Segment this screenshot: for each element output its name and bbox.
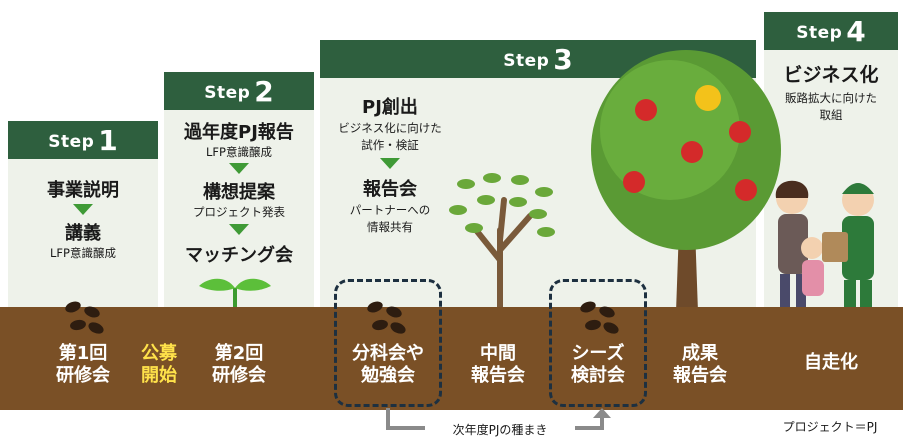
step4-sub-a: 販路拡大に向けた: [785, 91, 877, 105]
step2-title1: 過年度PJ報告: [184, 122, 294, 143]
dashed-box-seeds: [549, 279, 647, 407]
seeds-icon-1: [65, 301, 104, 334]
ground-label-seeds: シーズ検討会: [571, 343, 625, 386]
young-tree-icon: [449, 173, 555, 313]
step1-word: Step: [48, 132, 95, 152]
step2-number: 2: [254, 74, 274, 108]
step1-arrow-down: [73, 204, 93, 215]
step3-arrow-down: [380, 158, 400, 169]
step3-sub1b: 試作・検証: [361, 138, 419, 152]
step1-header: Step 1: [8, 121, 158, 159]
ground-label-study: 分科会や勉強会: [352, 343, 424, 386]
step3-sub2a: パートナーへの: [349, 203, 431, 217]
step1-sub2: LFP意識醸成: [50, 246, 116, 260]
sprout-icon: [199, 278, 271, 312]
seeds-icon-2: [367, 301, 406, 334]
step3-sub2b: 情報共有: [367, 220, 413, 234]
step4-word: Step: [796, 23, 843, 43]
step3-title1: PJ創出: [362, 97, 418, 118]
step1-title1: 事業説明: [47, 180, 119, 201]
step3-title2: 報告会: [363, 179, 417, 200]
step3-sub1a: ビジネス化に向けた: [338, 121, 442, 135]
ground-label-self-run: 自走化: [804, 352, 858, 373]
step2-title2: 構想提案: [203, 182, 275, 203]
step2-sub1: LFP意識醸成: [206, 145, 272, 159]
chick-icon: [695, 85, 721, 111]
step1-title2: 講義: [65, 223, 101, 244]
step2-title3: マッチング会: [185, 245, 293, 266]
ground-label-public-call: 公募開始: [141, 343, 177, 386]
step2-sub2: プロジェクト発表: [193, 205, 285, 219]
people-icon: [775, 180, 874, 310]
step4-sub-b: 取組: [819, 108, 843, 122]
step2-arrow-down-1: [229, 163, 249, 174]
step1-number: 1: [98, 123, 118, 157]
step4-number: 4: [846, 14, 866, 48]
dashed-box-study: [334, 279, 442, 407]
soil-band: [0, 307, 903, 410]
legend-note: プロジェクト＝PJ: [782, 420, 878, 434]
ground-label-midterm: 中間報告会: [471, 343, 525, 386]
next-year-label: 次年度PJの種まき: [425, 421, 575, 438]
ground-label-results: 成果報告会: [673, 343, 727, 386]
step2-word: Step: [204, 83, 251, 103]
step3-number: 3: [553, 42, 573, 76]
step2-arrow-down-2: [229, 224, 249, 235]
step2-header: Step 2: [164, 72, 314, 110]
step3-word: Step: [503, 51, 550, 71]
step4-header: Step 4: [764, 12, 898, 50]
ground-label-first-training: 第1回研修会: [56, 343, 110, 386]
step2-panel: [164, 72, 314, 307]
apple-tree-icon: [591, 50, 781, 312]
ground-label-second-training: 第2回研修会: [212, 343, 266, 386]
seeds-icon-3: [580, 301, 619, 334]
step4-title: ビジネス化: [783, 64, 879, 86]
